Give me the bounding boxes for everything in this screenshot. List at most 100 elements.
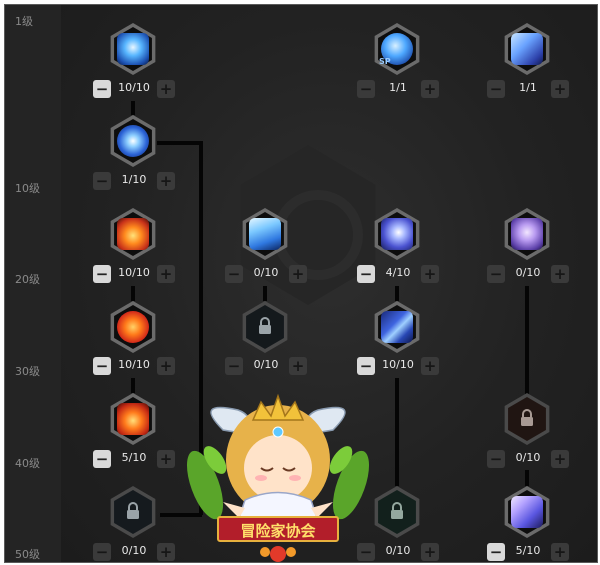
increase-button[interactable]: + xyxy=(157,172,175,190)
connector-line xyxy=(157,141,201,145)
increase-button[interactable]: + xyxy=(157,543,175,561)
skill-fire-swirl[interactable] xyxy=(107,208,159,260)
guild-banner: 冒险家协会 xyxy=(217,516,339,542)
skill-level-control: − 0/10 + xyxy=(225,357,307,375)
skill-blue-vortex[interactable] xyxy=(107,115,159,167)
decrease-button[interactable]: − xyxy=(487,543,505,561)
skill-locked[interactable] xyxy=(239,301,291,353)
skill-level-control: − 1/1 + xyxy=(357,80,439,98)
decrease-button[interactable]: − xyxy=(487,450,505,468)
purple-spirit-icon xyxy=(511,218,543,250)
lock-icon xyxy=(521,409,533,426)
connector-line xyxy=(395,378,399,486)
skill-locked[interactable] xyxy=(371,486,423,538)
increase-button[interactable]: + xyxy=(157,450,175,468)
skill-level-count: 10/10 xyxy=(118,358,150,371)
lock-icon xyxy=(259,317,271,334)
skill-ice-cube[interactable] xyxy=(501,23,553,75)
skill-level-count: 0/10 xyxy=(253,266,279,279)
skill-ice-claw[interactable] xyxy=(107,23,159,75)
increase-button[interactable]: + xyxy=(157,357,175,375)
skill-level-count: 0/10 xyxy=(515,266,541,279)
skill-level-count: 10/10 xyxy=(118,266,150,279)
skill-locked[interactable] xyxy=(107,486,159,538)
decrease-button[interactable]: − xyxy=(93,450,111,468)
decrease-button[interactable]: − xyxy=(357,543,375,561)
ice-arrows-icon xyxy=(381,311,413,343)
increase-button[interactable]: + xyxy=(157,265,175,283)
ice-shards-icon xyxy=(249,218,281,250)
level-label-30: 30级 xyxy=(15,365,40,378)
skill-level-count: 1/1 xyxy=(519,81,537,94)
level-gutter xyxy=(5,5,61,562)
skill-level-count: 1/1 xyxy=(389,81,407,94)
skill-fire-hex[interactable] xyxy=(107,393,159,445)
increase-button[interactable]: + xyxy=(421,265,439,283)
skill-level-count: 0/10 xyxy=(385,544,411,557)
level-label-1: 1级 xyxy=(15,15,33,28)
decrease-button[interactable]: − xyxy=(357,265,375,283)
decrease-button[interactable]: − xyxy=(487,80,505,98)
skill-level-control: − 10/10 + xyxy=(93,265,175,283)
skill-level-control: − 0/10 + xyxy=(93,543,175,561)
decrease-button[interactable]: − xyxy=(93,357,111,375)
increase-button[interactable]: + xyxy=(551,450,569,468)
skill-level-count: 0/10 xyxy=(253,358,279,371)
skill-purple-spirit[interactable] xyxy=(501,208,553,260)
skill-lightning[interactable] xyxy=(371,208,423,260)
skill-level-control: − 0/10 + xyxy=(487,450,569,468)
skill-locked[interactable] xyxy=(501,393,553,445)
decrease-button[interactable]: − xyxy=(357,80,375,98)
decrease-button[interactable]: − xyxy=(93,80,111,98)
skill-level-control: − 10/10 + xyxy=(93,80,175,98)
level-label-50: 50级 xyxy=(15,548,40,561)
skill-level-control: − 0/10 + xyxy=(225,265,307,283)
connector-line xyxy=(395,286,399,301)
skill-level-count: 5/10 xyxy=(121,451,147,464)
decrease-button[interactable]: − xyxy=(487,265,505,283)
crystal-cube-icon xyxy=(511,496,543,528)
skill-ice-shards[interactable] xyxy=(239,208,291,260)
increase-button[interactable]: + xyxy=(289,265,307,283)
connector-line xyxy=(199,141,203,515)
increase-button[interactable]: + xyxy=(157,80,175,98)
ice-claw-icon xyxy=(117,33,149,65)
skill-level-count: 1/10 xyxy=(121,173,147,186)
decrease-button[interactable]: − xyxy=(357,357,375,375)
connector-line xyxy=(131,378,135,393)
increase-button[interactable]: + xyxy=(421,80,439,98)
skill-level-control: − 5/10 + xyxy=(93,450,175,468)
skill-level-count: 10/10 xyxy=(382,358,414,371)
lock-icon xyxy=(127,502,139,519)
skill-level-count: 0/10 xyxy=(121,544,147,557)
skill-level-count: 4/10 xyxy=(385,266,411,279)
ice-cube-icon xyxy=(511,33,543,65)
decrease-button[interactable]: − xyxy=(225,265,243,283)
blue-vortex-icon xyxy=(117,125,149,157)
skill-tree-panel: 1级 10级 20级 30级 40级 50级 − 10/10 + SP − 1/… xyxy=(4,4,598,563)
skill-level-control: − 1/10 + xyxy=(93,172,175,190)
decrease-button[interactable]: − xyxy=(93,265,111,283)
skill-level-control: − 0/10 + xyxy=(487,265,569,283)
decrease-button[interactable]: − xyxy=(93,543,111,561)
skill-level-count: 0/10 xyxy=(515,451,541,464)
increase-button[interactable]: + xyxy=(421,357,439,375)
increase-button[interactable]: + xyxy=(551,543,569,561)
fire-hex-icon xyxy=(117,403,149,435)
decrease-button[interactable]: − xyxy=(225,357,243,375)
skill-ice-arrows[interactable] xyxy=(371,301,423,353)
connector-line xyxy=(131,286,135,301)
increase-button[interactable]: + xyxy=(421,543,439,561)
increase-button[interactable]: + xyxy=(551,265,569,283)
decrease-button[interactable]: − xyxy=(93,172,111,190)
blue-orb-sp-icon xyxy=(381,33,413,65)
connector-line xyxy=(263,286,267,301)
increase-button[interactable]: + xyxy=(551,80,569,98)
level-label-40: 40级 xyxy=(15,457,40,470)
skill-level-control: − 1/1 + xyxy=(487,80,569,98)
skill-fire-vortex[interactable] xyxy=(107,301,159,353)
skill-crystal-cube[interactable] xyxy=(501,486,553,538)
skill-level-control: − 10/10 + xyxy=(357,357,439,375)
skill-blue-orb-sp[interactable]: SP xyxy=(371,23,423,75)
increase-button[interactable]: + xyxy=(289,357,307,375)
